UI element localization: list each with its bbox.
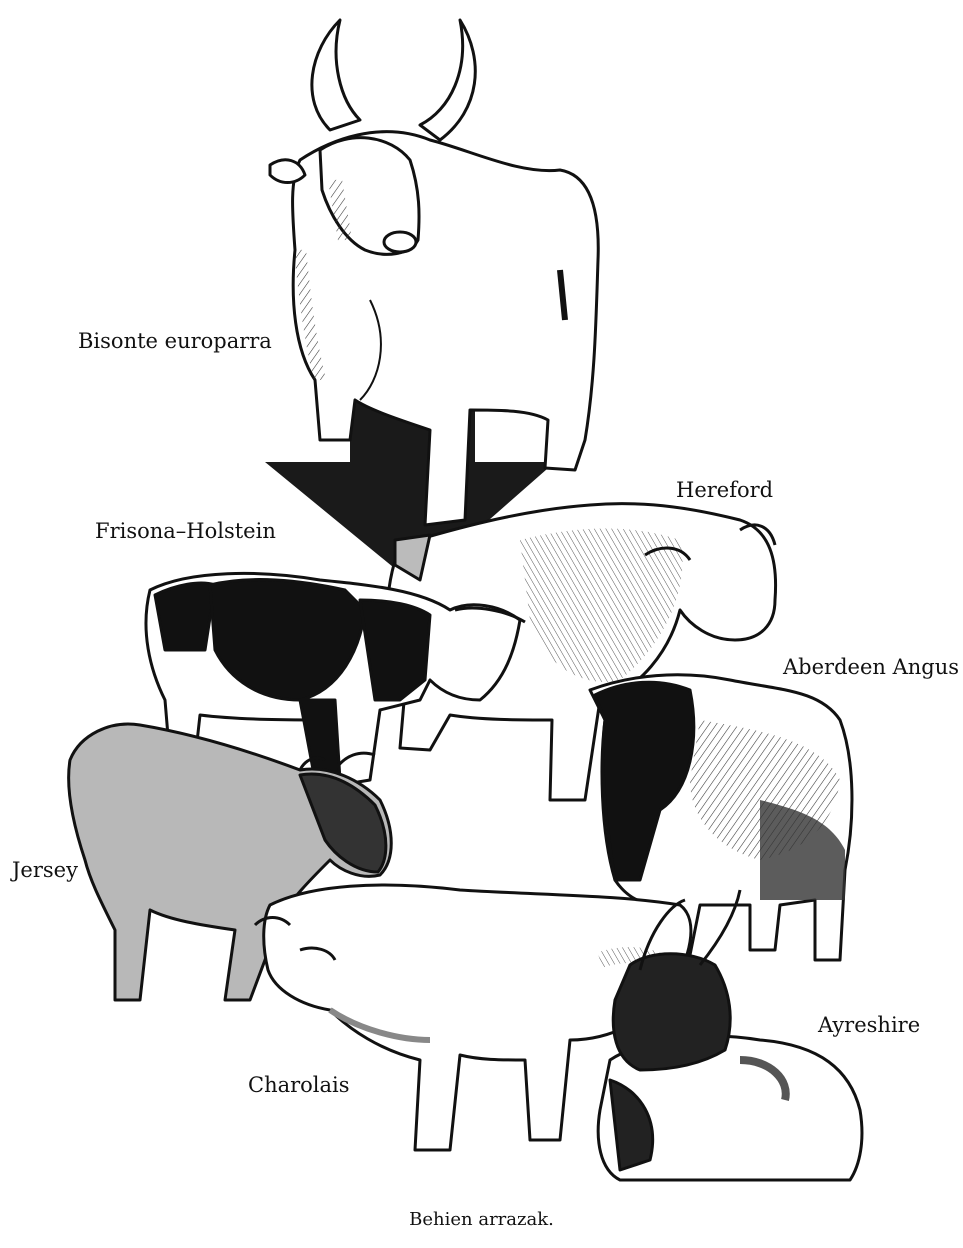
label-aberdeen-angus: Aberdeen Angus [783,657,959,678]
label-ayreshire: Ayreshire [818,1015,920,1036]
label-charolais: Charolais [248,1075,350,1096]
figure-caption: Behien arrazak. [0,1209,963,1230]
label-hereford: Hereford [676,480,773,501]
european-bison-drawing [270,20,598,525]
label-frisona-holstein: Frisona–Holstein [95,521,276,542]
label-jersey: Jersey [12,860,78,881]
label-bisonte-europarra: Bisonte europarra [78,331,272,352]
